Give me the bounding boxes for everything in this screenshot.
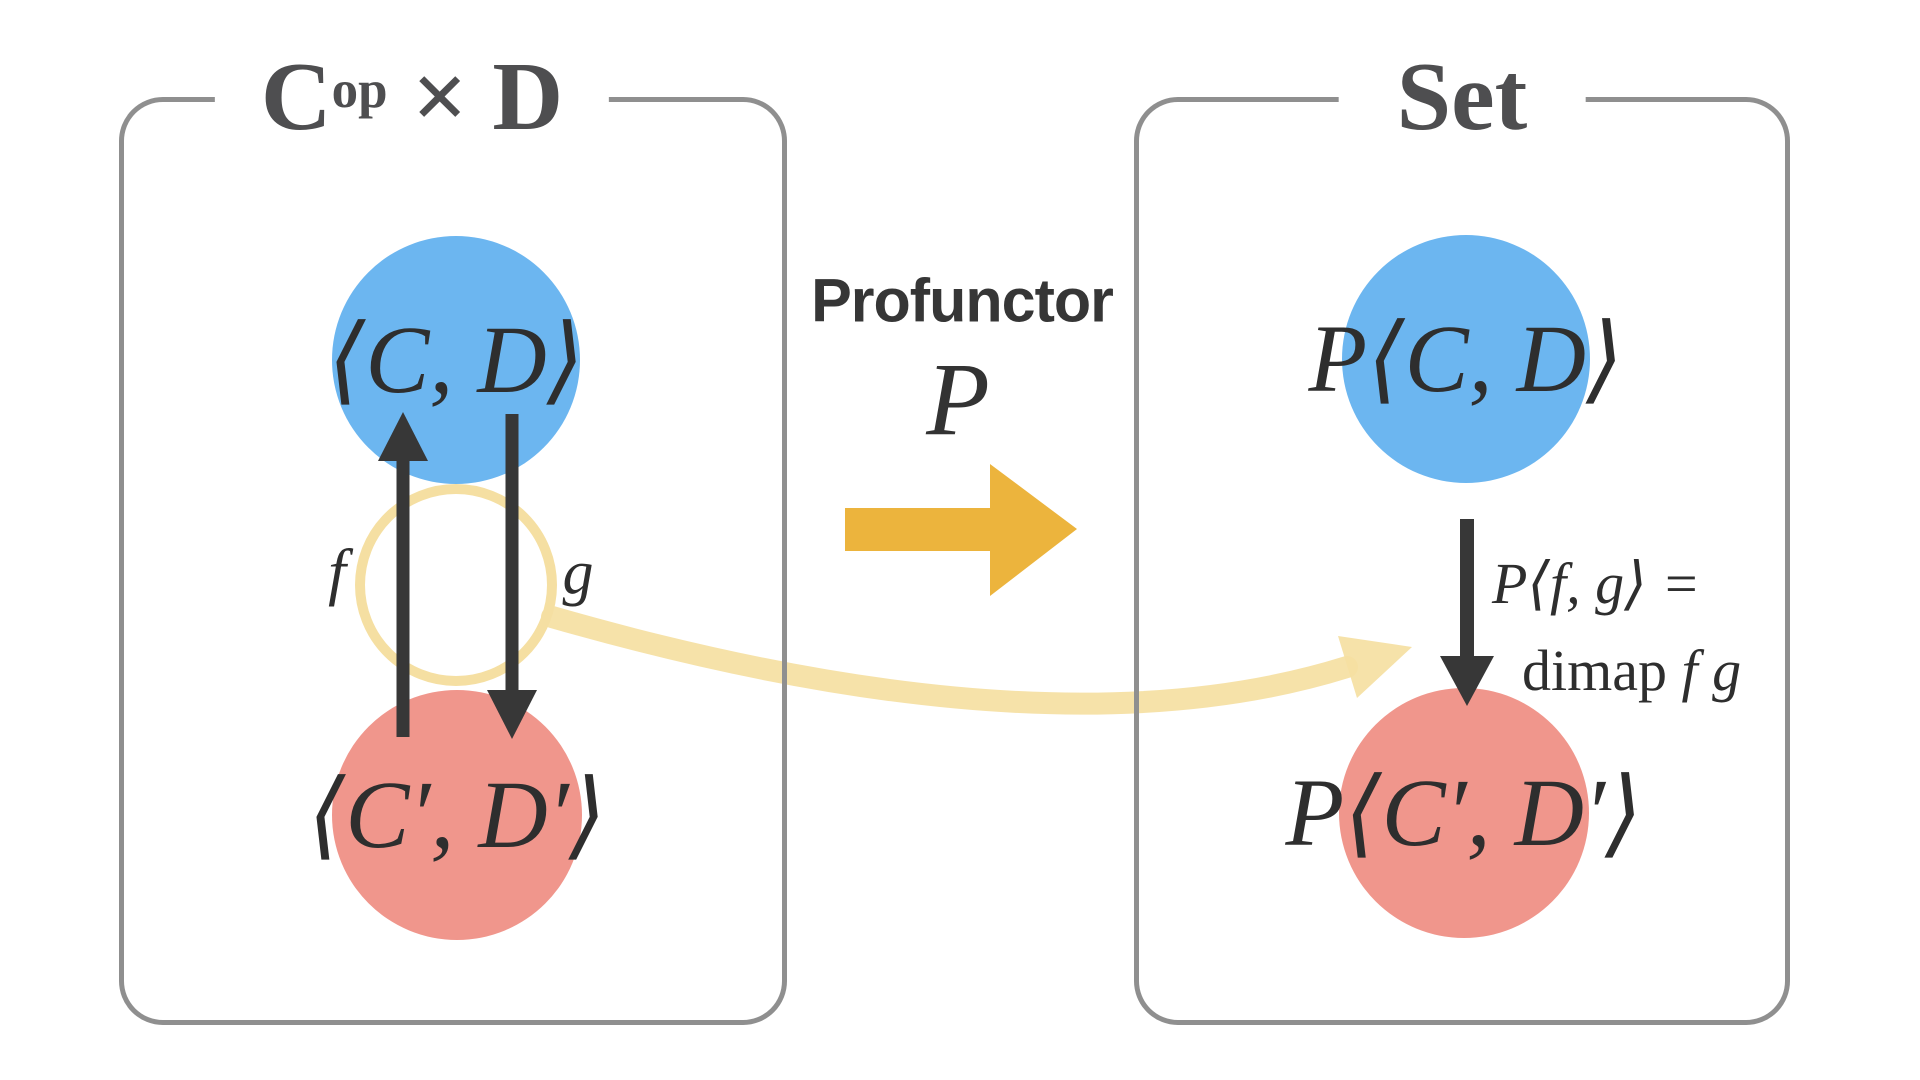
dimap-keyword: dimap bbox=[1522, 638, 1667, 703]
profunctor-symbol: P bbox=[926, 342, 990, 457]
target-top-object-label: P⟨C, D⟩ bbox=[1308, 305, 1624, 412]
dimap-args: f g bbox=[1666, 638, 1742, 703]
source-category-title-rest: × D bbox=[387, 43, 564, 151]
profunctor-title: Profunctor bbox=[811, 266, 1114, 335]
morphism-equation: P⟨f, g⟩ = dimap f g bbox=[1492, 540, 1741, 714]
target-category-title-text: Set bbox=[1396, 43, 1528, 151]
target-category-title: Set bbox=[1338, 48, 1586, 146]
source-category-title-base: C bbox=[260, 43, 332, 151]
source-category-title-sup: op bbox=[331, 60, 388, 119]
target-top-object-circle: P⟨C, D⟩ bbox=[1309, 235, 1623, 483]
target-bottom-object-circle: P⟨C′, D′⟩ bbox=[1286, 688, 1642, 938]
source-bottom-object-label: ⟨C′, D′⟩ bbox=[307, 761, 607, 868]
arrow-g-label: g bbox=[562, 539, 594, 607]
profunctor-arrow-icon bbox=[845, 464, 1077, 596]
source-bottom-object-circle: ⟨C′, D′⟩ bbox=[308, 690, 606, 940]
morphism-equation-line1: P⟨f, g⟩ = bbox=[1492, 551, 1701, 616]
source-category-title: Cop × D bbox=[214, 48, 610, 146]
source-top-object-circle: ⟨C, D⟩ bbox=[328, 236, 584, 484]
arrow-f-label: f bbox=[328, 536, 346, 607]
target-bottom-object-label: P⟨C′, D′⟩ bbox=[1285, 759, 1643, 866]
morphism-equation-line2: dimap f g bbox=[1492, 627, 1741, 714]
source-top-object-label: ⟨C, D⟩ bbox=[327, 306, 585, 413]
